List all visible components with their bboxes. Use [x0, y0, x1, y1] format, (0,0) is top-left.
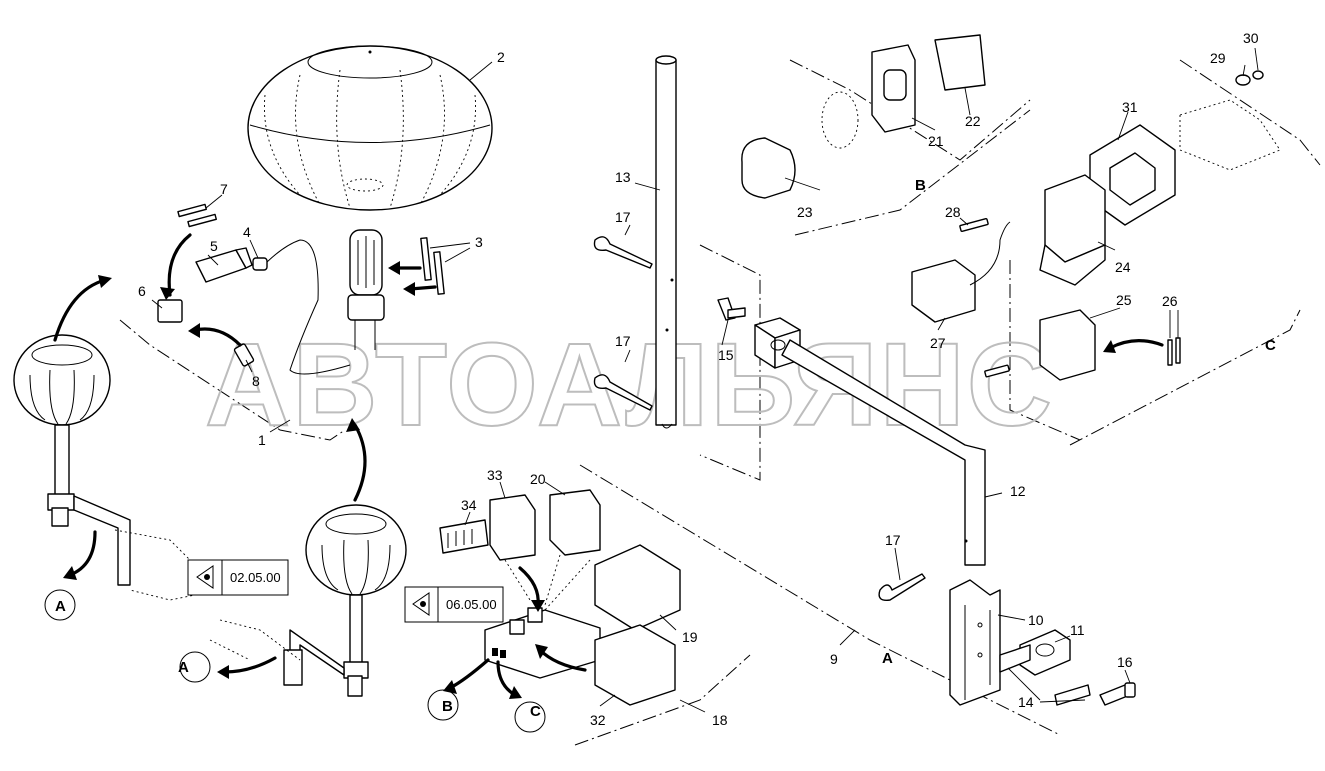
eye-view-icon — [412, 592, 430, 616]
part-label: 32 — [590, 712, 606, 728]
section-letters: A B C A A B C — [55, 177, 1276, 720]
part-label: 14 — [1018, 694, 1034, 710]
part-label: 10 — [1028, 612, 1044, 628]
section-letter-c: C — [1265, 337, 1276, 354]
part-label: 7 — [220, 181, 228, 197]
part-label: 24 — [1115, 259, 1131, 275]
section-circle-a: A — [178, 659, 189, 676]
part-label: 18 — [712, 712, 728, 728]
subassembly-outlines — [119, 59, 1321, 746]
part-label: 13 — [615, 169, 631, 185]
eye-view-icon — [196, 565, 214, 589]
view-reference-06-05-00[interactable]: 06.05.00 — [404, 586, 504, 623]
center-lamp-assembly — [209, 504, 407, 697]
part-label: 25 — [1116, 292, 1132, 308]
part-label: 17 — [615, 333, 631, 349]
view-ref-text: 02.05.00 — [230, 570, 281, 585]
bulb-assembly — [347, 229, 385, 350]
section-letter-b: B — [915, 177, 926, 194]
part-label: 34 — [461, 497, 477, 513]
part-label: 17 — [615, 209, 631, 225]
part-label: 27 — [930, 335, 946, 351]
part-label: 22 — [965, 113, 981, 129]
connector-group — [157, 203, 351, 375]
part-label: 31 — [1122, 99, 1138, 115]
view-reference-02-05-00[interactable]: 02.05.00 — [187, 559, 289, 596]
part-label: 12 — [1010, 483, 1026, 499]
part-label: 28 — [945, 204, 961, 220]
part-label: 29 — [1210, 50, 1226, 66]
bracket-10 — [949, 579, 1136, 706]
lamp-dome-2 — [247, 45, 493, 211]
part-label: 11 — [1070, 622, 1085, 638]
part-label: 2 — [497, 49, 505, 65]
section-circle-a: A — [55, 598, 66, 615]
socket-group-c — [911, 70, 1281, 381]
part-label: 30 — [1243, 30, 1259, 46]
switch-group-b — [741, 34, 986, 199]
part-label: 8 — [252, 373, 260, 389]
section-circle-c: C — [530, 703, 541, 720]
part-label: 26 — [1162, 293, 1178, 309]
part-label: 4 — [243, 224, 251, 240]
part-label: 17 — [885, 532, 901, 548]
part-label: 15 — [718, 347, 734, 363]
part-label: 5 — [210, 238, 218, 254]
part-label: 23 — [797, 204, 813, 220]
part-number-labels: 1 2 3 4 5 6 7 8 9 10 11 12 13 14 15 16 1… — [138, 30, 1259, 728]
leader-lines — [151, 47, 1259, 713]
part-label: 3 — [475, 234, 483, 250]
section-letter-a: A — [882, 650, 893, 667]
left-lamp-assembly — [13, 334, 221, 601]
cotter-pins-17 — [593, 236, 926, 601]
part-label: 6 — [138, 283, 146, 299]
pins-3 — [420, 237, 445, 295]
part-label: 9 — [830, 651, 838, 667]
arm-12 — [717, 297, 986, 566]
part-label: 20 — [530, 471, 546, 487]
part-label: 33 — [487, 467, 503, 483]
section-circle-b: B — [442, 698, 453, 715]
relay-group-18 — [439, 489, 681, 706]
tube-13 — [655, 55, 677, 429]
section-circles — [44, 589, 546, 733]
part-label: 1 — [258, 432, 266, 448]
part-label: 19 — [682, 629, 698, 645]
part-label: 16 — [1117, 654, 1133, 670]
view-ref-text: 06.05.00 — [446, 597, 497, 612]
part-label: 21 — [928, 133, 944, 149]
flow-arrows — [53, 233, 1164, 699]
